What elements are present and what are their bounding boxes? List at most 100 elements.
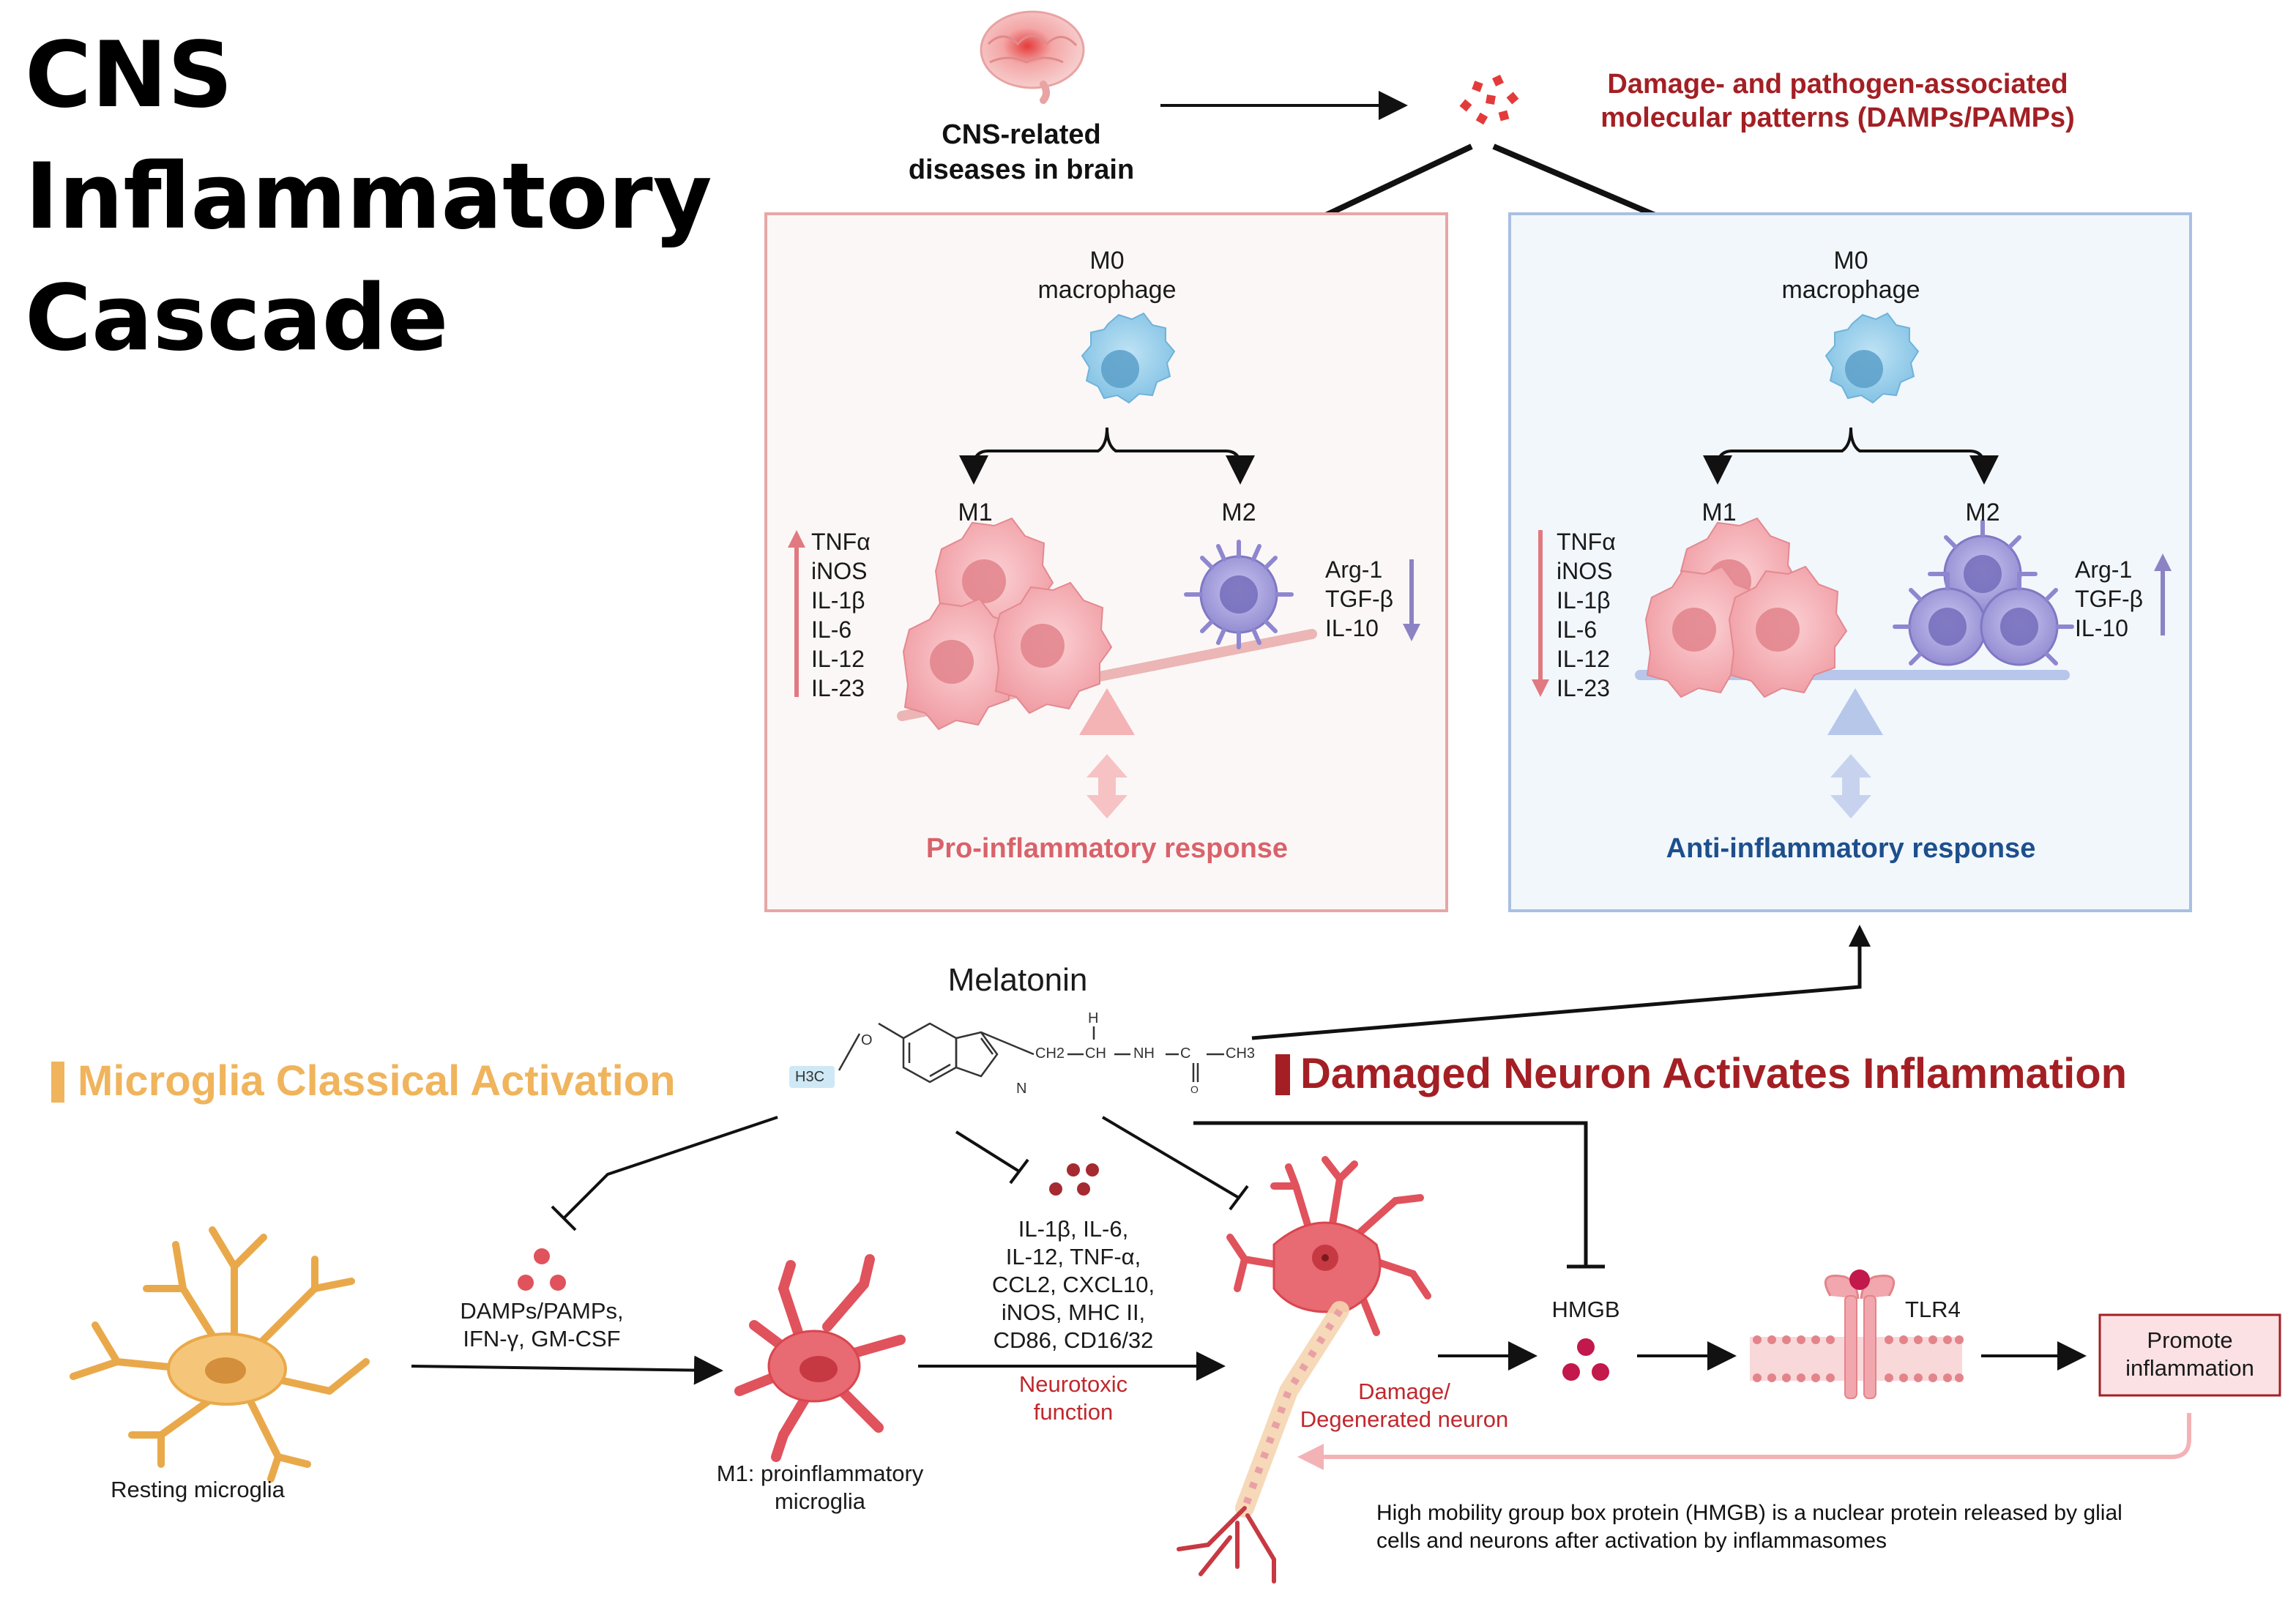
damps-label: Damage- and pathogen-associated molecula… <box>1552 67 2123 135</box>
damage-line-2: Degenerated neuron <box>1300 1406 1509 1432</box>
pro-response-double-arrow <box>1086 754 1128 819</box>
tlr4-label: TLR4 <box>1905 1297 1961 1322</box>
damps-label-line-1: Damage- and pathogen-associated <box>1607 69 2068 100</box>
note-line-2: cells and neurons after activation by in… <box>1376 1529 1887 1553</box>
inhibit-microglia-line <box>551 1116 778 1231</box>
brain-label: CNS-related diseases in brain <box>864 117 1179 187</box>
resting-microglia-icon <box>70 1226 370 1483</box>
anti-response-double-arrow <box>1830 754 1871 819</box>
stimuli-line-2: IFN-γ, GM-CSF <box>463 1326 621 1351</box>
feedback-arrow <box>1297 1413 2191 1470</box>
atom-ch: CH <box>1085 1045 1106 1062</box>
melatonin-label: Melatonin <box>947 962 1088 998</box>
neuron-section-title: Damaged Neuron Activates Inflammation <box>1300 1050 2128 1097</box>
damaged-neuron-icon <box>1177 1156 1431 1584</box>
damage-line-1: Damage/ <box>1358 1379 1450 1404</box>
cytokines-line: iNOS, MHC II, <box>1001 1300 1146 1325</box>
pro-m2-down-arrowhead <box>1403 624 1420 641</box>
anti-response-label: Anti-inflammatory response <box>1666 833 2036 864</box>
inhibit-neuron-line <box>1101 1116 1249 1211</box>
m0-split-arrows-pro <box>959 427 1255 485</box>
damaged-neuron-label: Damage/ Degenerated neuron <box>1272 1378 1536 1433</box>
pro-m1-marker: IL-1β <box>811 587 865 614</box>
m1-microglia-line-1: M1: proinflammatory <box>716 1461 924 1486</box>
inhibit-hmgb-line <box>1193 1121 1605 1269</box>
m0-macrophage-icon-pro <box>1081 312 1176 404</box>
pro-m2-cell-icon <box>1184 540 1294 649</box>
pro-m1-markers: TNFα iNOS IL-1β IL-6 IL-12 IL-23 <box>811 527 899 703</box>
title-line-1: CNS <box>25 23 234 128</box>
cytokines-line: CD86, CD16/32 <box>993 1327 1154 1353</box>
anti-m2-marker: Arg-1 <box>2075 556 2133 583</box>
melatonin-to-anti-arrow <box>1251 925 1871 1040</box>
anti-m2-marker: TGF-β <box>2075 586 2144 612</box>
page-title: CNS Inflammatory Cascade <box>25 15 728 379</box>
brain-label-line-1: CNS-related <box>942 119 1101 150</box>
anti-m2-marker: IL-10 <box>2075 615 2128 641</box>
neurotoxic-line-2: function <box>1033 1399 1114 1425</box>
atom-c: C <box>1180 1045 1191 1062</box>
brain-icon <box>980 10 1085 104</box>
anti-m2-up-arrowhead <box>2154 553 2172 571</box>
pro-m1-cells-icon <box>902 517 1113 731</box>
anti-m2-label: M2 <box>1965 499 2000 526</box>
stimuli-label: DAMPs/PAMPs, IFN-γ, GM-CSF <box>417 1297 666 1353</box>
anti-m0-line-2: macrophage <box>1781 276 1920 304</box>
promote-line-1: Promote <box>2147 1327 2233 1353</box>
pro-m2-label: M2 <box>1221 499 1256 526</box>
anti-m1-marker: iNOS <box>1557 558 1613 584</box>
pro-m0-line-2: macrophage <box>1037 276 1177 304</box>
anti-m1-marker: IL-12 <box>1557 646 1610 672</box>
cytokines-line: CCL2, CXCL10, <box>991 1272 1155 1297</box>
m0-split-arrows-anti <box>1703 427 1999 485</box>
atom-n: N <box>1016 1081 1027 1097</box>
title-line-3: Cascade <box>25 266 449 371</box>
pro-m2-marker: IL-10 <box>1325 615 1379 641</box>
pro-seesaw-fulcrum <box>1079 688 1135 735</box>
neuron-section-marker <box>1275 1054 1290 1095</box>
anti-m1-marker: IL-6 <box>1557 616 1598 643</box>
tlr4-receptor-icon <box>1750 1269 1964 1399</box>
melatonin-structure-icon <box>838 1022 1224 1084</box>
atom-o: O <box>861 1032 873 1048</box>
m1-microglia-icon <box>734 1254 906 1462</box>
pro-m1-label: M1 <box>958 499 993 526</box>
title-line-2: Inflammatory <box>25 144 712 250</box>
pro-response-label: Pro-inflammatory response <box>925 833 1289 864</box>
hmgb-label: HMGB <box>1551 1297 1620 1322</box>
stimuli-line-1: DAMPs/PAMPs, <box>460 1298 624 1324</box>
anti-m1-down-arrowhead <box>1532 679 1549 697</box>
neurotoxic-line-1: Neurotoxic <box>1018 1371 1128 1397</box>
h3c-highlight <box>789 1066 835 1088</box>
microglia-section-title: Microglia Classical Activation <box>78 1057 676 1105</box>
anti-m1-marker: IL-1β <box>1557 587 1611 614</box>
promote-line-2: inflammation <box>2125 1355 2254 1381</box>
atom-h3c: H3C <box>795 1069 825 1085</box>
brain-label-line-2: diseases in brain <box>908 154 1135 185</box>
atom-h: H <box>1088 1010 1099 1026</box>
hmgb-dots-icon <box>1562 1338 1609 1381</box>
resting-microglia-label: Resting microglia <box>111 1477 285 1502</box>
pro-m1-marker: IL-6 <box>811 616 852 643</box>
damps-dots-icon <box>518 1248 566 1291</box>
pro-m1-marker: iNOS <box>811 558 868 584</box>
damps-label-line-2: molecular patterns (DAMPs/PAMPs) <box>1600 102 2075 133</box>
pro-m1-marker: IL-12 <box>811 646 865 672</box>
atom-ch2: CH2 <box>1035 1045 1065 1062</box>
pro-m2-marker: Arg-1 <box>1325 556 1383 583</box>
anti-m0-label: M0 macrophage <box>1704 246 1997 305</box>
cytokine-dots-icon <box>1049 1163 1099 1196</box>
inhibit-cytokines-line <box>955 1130 1029 1185</box>
pro-m1-marker: IL-23 <box>811 675 865 701</box>
pro-m1-marker: TNFα <box>811 529 871 555</box>
m1-microglia-line-2: microglia <box>774 1488 866 1514</box>
hmgb-note: High mobility group box protein (HMGB) i… <box>1376 1499 2270 1555</box>
anti-m1-markers: TNFα iNOS IL-1β IL-6 IL-12 IL-23 <box>1557 527 1644 703</box>
anti-seesaw-fulcrum <box>1827 688 1883 735</box>
cytokines-line: IL-12, TNF-α, <box>1005 1244 1141 1269</box>
anti-m0-line-1: M0 <box>1833 247 1868 275</box>
atom-o2: O <box>1190 1084 1199 1095</box>
anti-m1-cells-icon <box>1644 517 1848 698</box>
pro-m1-up-arrowhead <box>788 530 805 548</box>
pro-m2-markers: Arg-1 TGF-β IL-10 <box>1325 555 1406 643</box>
